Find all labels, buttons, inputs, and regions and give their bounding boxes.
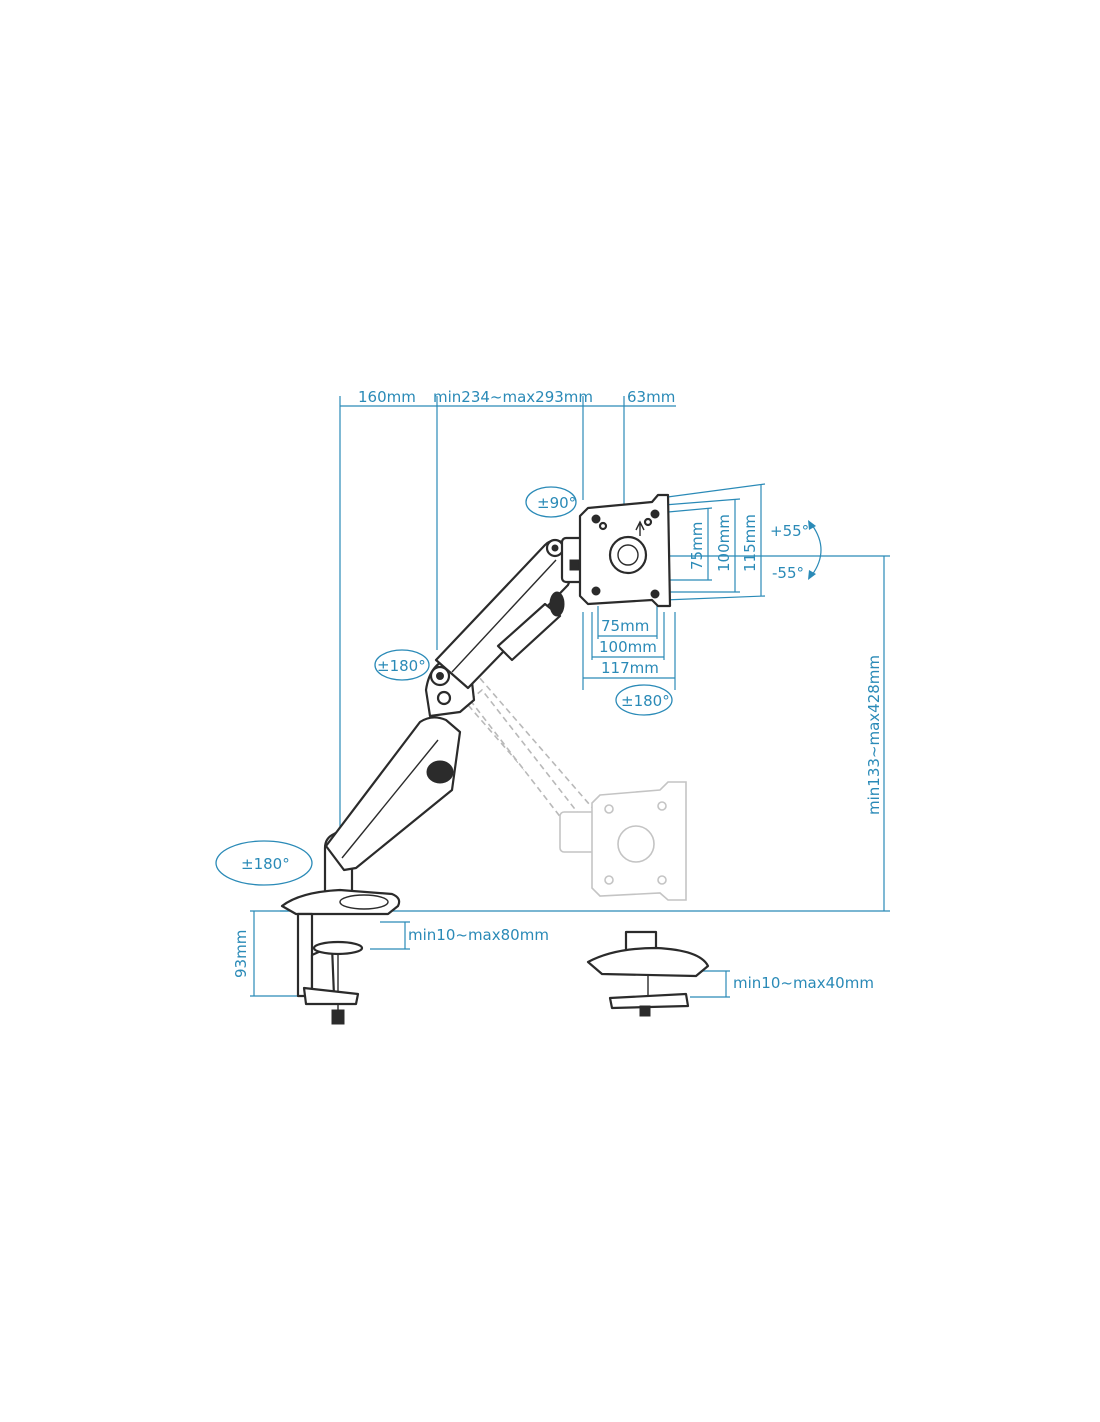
label-rotation-180-top: ±180°: [621, 692, 670, 710]
label-93mm: 93mm: [232, 930, 250, 978]
label-vesa-v115: 115mm: [741, 514, 759, 572]
label-tilt-up: +55°: [770, 522, 809, 540]
label-rotation-180-mid: ±180°: [377, 657, 426, 675]
ghost-vesa-plate: [591, 781, 687, 901]
label-vesa-v100: 100mm: [715, 514, 733, 572]
dimension-labels: 160mm min234~max293mm 63mm ±90° +55° -55…: [232, 388, 883, 992]
rotation-90-ellipse: [525, 486, 577, 518]
rotation-180-top-ellipse: [615, 684, 673, 716]
label-vesa-h75: 75mm: [601, 617, 649, 635]
rotation-180-base-ellipse: [215, 840, 313, 886]
ghost-arm-lowered-position: [453, 674, 687, 901]
label-rotation-90: ±90°: [537, 494, 576, 512]
label-vesa-v75: 75mm: [688, 522, 706, 570]
rotation-180-mid-ellipse: [374, 649, 430, 681]
label-rotation-180-base: ±180°: [241, 855, 290, 873]
tilt-arc: [811, 524, 822, 576]
label-vesa-h100: 100mm: [599, 638, 657, 656]
label-63mm: 63mm: [627, 388, 675, 406]
label-reach: min234~max293mm: [433, 388, 593, 406]
label-clamp-thickness: min10~max80mm: [408, 926, 549, 944]
label-vesa-h117: 117mm: [601, 659, 659, 677]
rotation-indicators: [215, 486, 822, 886]
monitor-arm-illustration: [280, 493, 710, 1025]
label-height-range: min133~max428mm: [865, 655, 883, 815]
vesa-plate: [578, 493, 672, 608]
label-tilt-down: -55°: [772, 564, 804, 582]
label-grommet-thickness: min10~max40mm: [733, 974, 874, 992]
label-160mm: 160mm: [358, 388, 416, 406]
